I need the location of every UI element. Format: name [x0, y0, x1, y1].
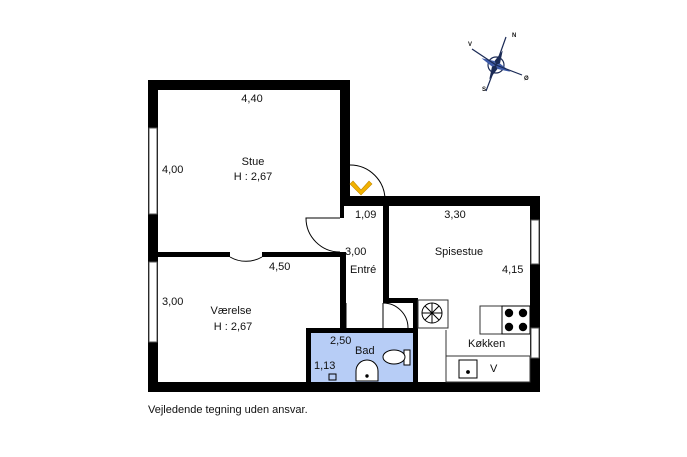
compass-west-label: V	[468, 42, 473, 48]
shower-icon	[328, 373, 337, 381]
entre-depth-label: 3,00	[345, 246, 367, 258]
doors	[229, 164, 409, 329]
stue-name-label: Stue	[241, 156, 265, 168]
walls	[148, 80, 540, 392]
compass-icon	[471, 36, 523, 92]
windows	[148, 127, 540, 359]
toilet-icon	[382, 349, 411, 366]
kokken-sink-label: V	[490, 363, 498, 375]
stue-depth-label: 4,00	[162, 164, 184, 176]
kokken-name-label: Køkken	[468, 338, 506, 350]
bad-name-label: Bad	[355, 345, 375, 357]
bad-width-label: 2,50	[330, 335, 352, 347]
basin-icon	[355, 359, 379, 382]
heater-icon	[421, 302, 443, 324]
stue-height-label: H : 2,67	[233, 171, 273, 183]
entrance-arrow-icon	[349, 180, 373, 196]
disclaimer-text: Vejledende tegning uden ansvar.	[148, 404, 308, 416]
kitchen-sink-icon	[458, 359, 478, 379]
compass-north-label: N	[512, 33, 517, 39]
vaerelse-name-label: Værelse	[210, 305, 252, 317]
vaerelse-depth-label: 3,00	[162, 296, 184, 308]
stove-icon	[501, 305, 531, 335]
bad-depth-label: 1,13	[314, 360, 336, 372]
vaerelse-height-label: H : 2,67	[213, 321, 253, 333]
stue-width-label: 4,40	[241, 93, 263, 105]
entre-width-label: 1,09	[355, 209, 377, 221]
compass-east-label: Ø	[524, 76, 529, 82]
entre-name-label: Entré	[350, 264, 377, 276]
vaerelse-width-label: 4,50	[269, 261, 291, 273]
spisestue-name-label: Spisestue	[434, 246, 484, 258]
compass-south-label: S	[482, 87, 487, 93]
spisestue-width-label: 3,30	[444, 209, 466, 221]
spisestue-depth-label: 4,15	[502, 264, 524, 276]
